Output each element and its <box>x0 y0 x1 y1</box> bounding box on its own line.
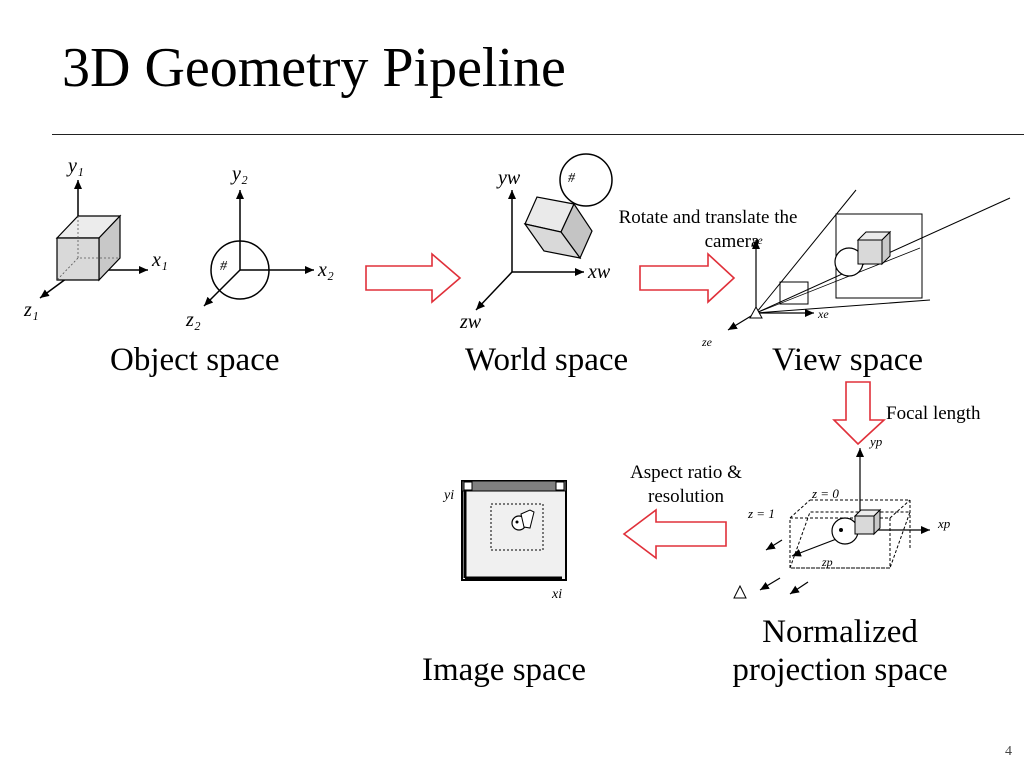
hollow-arrow-icon <box>365 252 462 304</box>
axis-label-x1: x₁ <box>151 249 168 271</box>
cube-icon <box>55 214 122 282</box>
view-space-diagram: ye xe ze <box>701 189 1011 349</box>
object-sphere-diagram: # y₂ x₂ z₂ <box>185 163 334 331</box>
sphere-icon <box>831 517 859 545</box>
rotate-note-line2: camera <box>704 230 760 252</box>
axis-label-x2: x₂ <box>317 259 334 281</box>
hollow-arrow-icon <box>622 508 727 560</box>
object-space-label: Object space <box>110 342 280 378</box>
title-divider <box>52 134 1024 135</box>
axis-label-z0: z = 0 <box>811 486 839 501</box>
image-space-label: Image space <box>422 652 586 688</box>
cube-icon <box>523 196 593 260</box>
sphere-marker-icon: # <box>220 259 228 274</box>
axis-label-yp: yp <box>868 434 883 449</box>
axis-label-zw: zw <box>459 311 482 333</box>
axis-label-xw: xw <box>587 261 611 283</box>
cube-icon <box>856 230 892 266</box>
axis-label-z1: z₁ <box>23 299 39 321</box>
axis-label-xi: xi <box>551 587 562 602</box>
image-window-diagram: yi xi <box>442 480 567 602</box>
axis-label-yi: yi <box>442 488 454 503</box>
camera-icon <box>749 305 763 319</box>
rotate-note-line1: Rotate and translate the <box>618 207 798 228</box>
world-space-diagram: # yw xw zw <box>459 153 613 333</box>
aspect-note-line2: resolution <box>648 485 724 507</box>
window-icon <box>461 480 567 581</box>
axis-label-ye: ye <box>751 233 763 247</box>
axis-label-ze: ze <box>701 335 713 349</box>
aspect-ratio-note: Aspect ratio & resolution <box>608 461 764 509</box>
axis-label-yw: yw <box>496 167 521 189</box>
z2-axis-icon <box>203 269 241 307</box>
object-cube-diagram: y₁ x₁ z₁ <box>23 155 168 321</box>
normalized-label-line2: projection space <box>732 651 948 688</box>
focal-length-note: Focal length <box>886 403 981 424</box>
normalized-space-label: Normalized projection space <box>690 614 990 690</box>
zw-axis-icon <box>475 271 513 311</box>
axis-label-z1-plane: z = 1 <box>747 506 775 521</box>
cube-icon <box>853 508 882 536</box>
hollow-arrow-icon <box>639 252 736 304</box>
world-space-label: World space <box>465 342 629 378</box>
axis-label-z2: z₂ <box>185 309 201 331</box>
aspect-note-line1: Aspect ratio & <box>630 462 742 483</box>
normalized-space-diagram: yp xp zp z = 0 z = 1 <box>733 434 951 599</box>
view-space-label: View space <box>772 342 924 378</box>
axis-label-xe: xe <box>817 307 829 321</box>
axis-label-zp: zp <box>821 555 833 569</box>
slide-title: 3D Geometry Pipeline <box>62 37 566 99</box>
hollow-arrow-icon <box>832 381 887 446</box>
sphere-icon <box>559 153 613 207</box>
axis-label-xp: xp <box>937 516 951 531</box>
page-number: 4 <box>1005 744 1012 759</box>
camera-icon <box>733 584 747 599</box>
axis-label-y2: y₂ <box>230 163 248 185</box>
axis-label-y1: y₁ <box>66 155 84 177</box>
rotate-translate-note: Rotate and translate the camera <box>594 206 822 254</box>
normalized-label-line1: Normalized <box>762 614 918 650</box>
sphere-marker-icon: # <box>568 171 576 186</box>
